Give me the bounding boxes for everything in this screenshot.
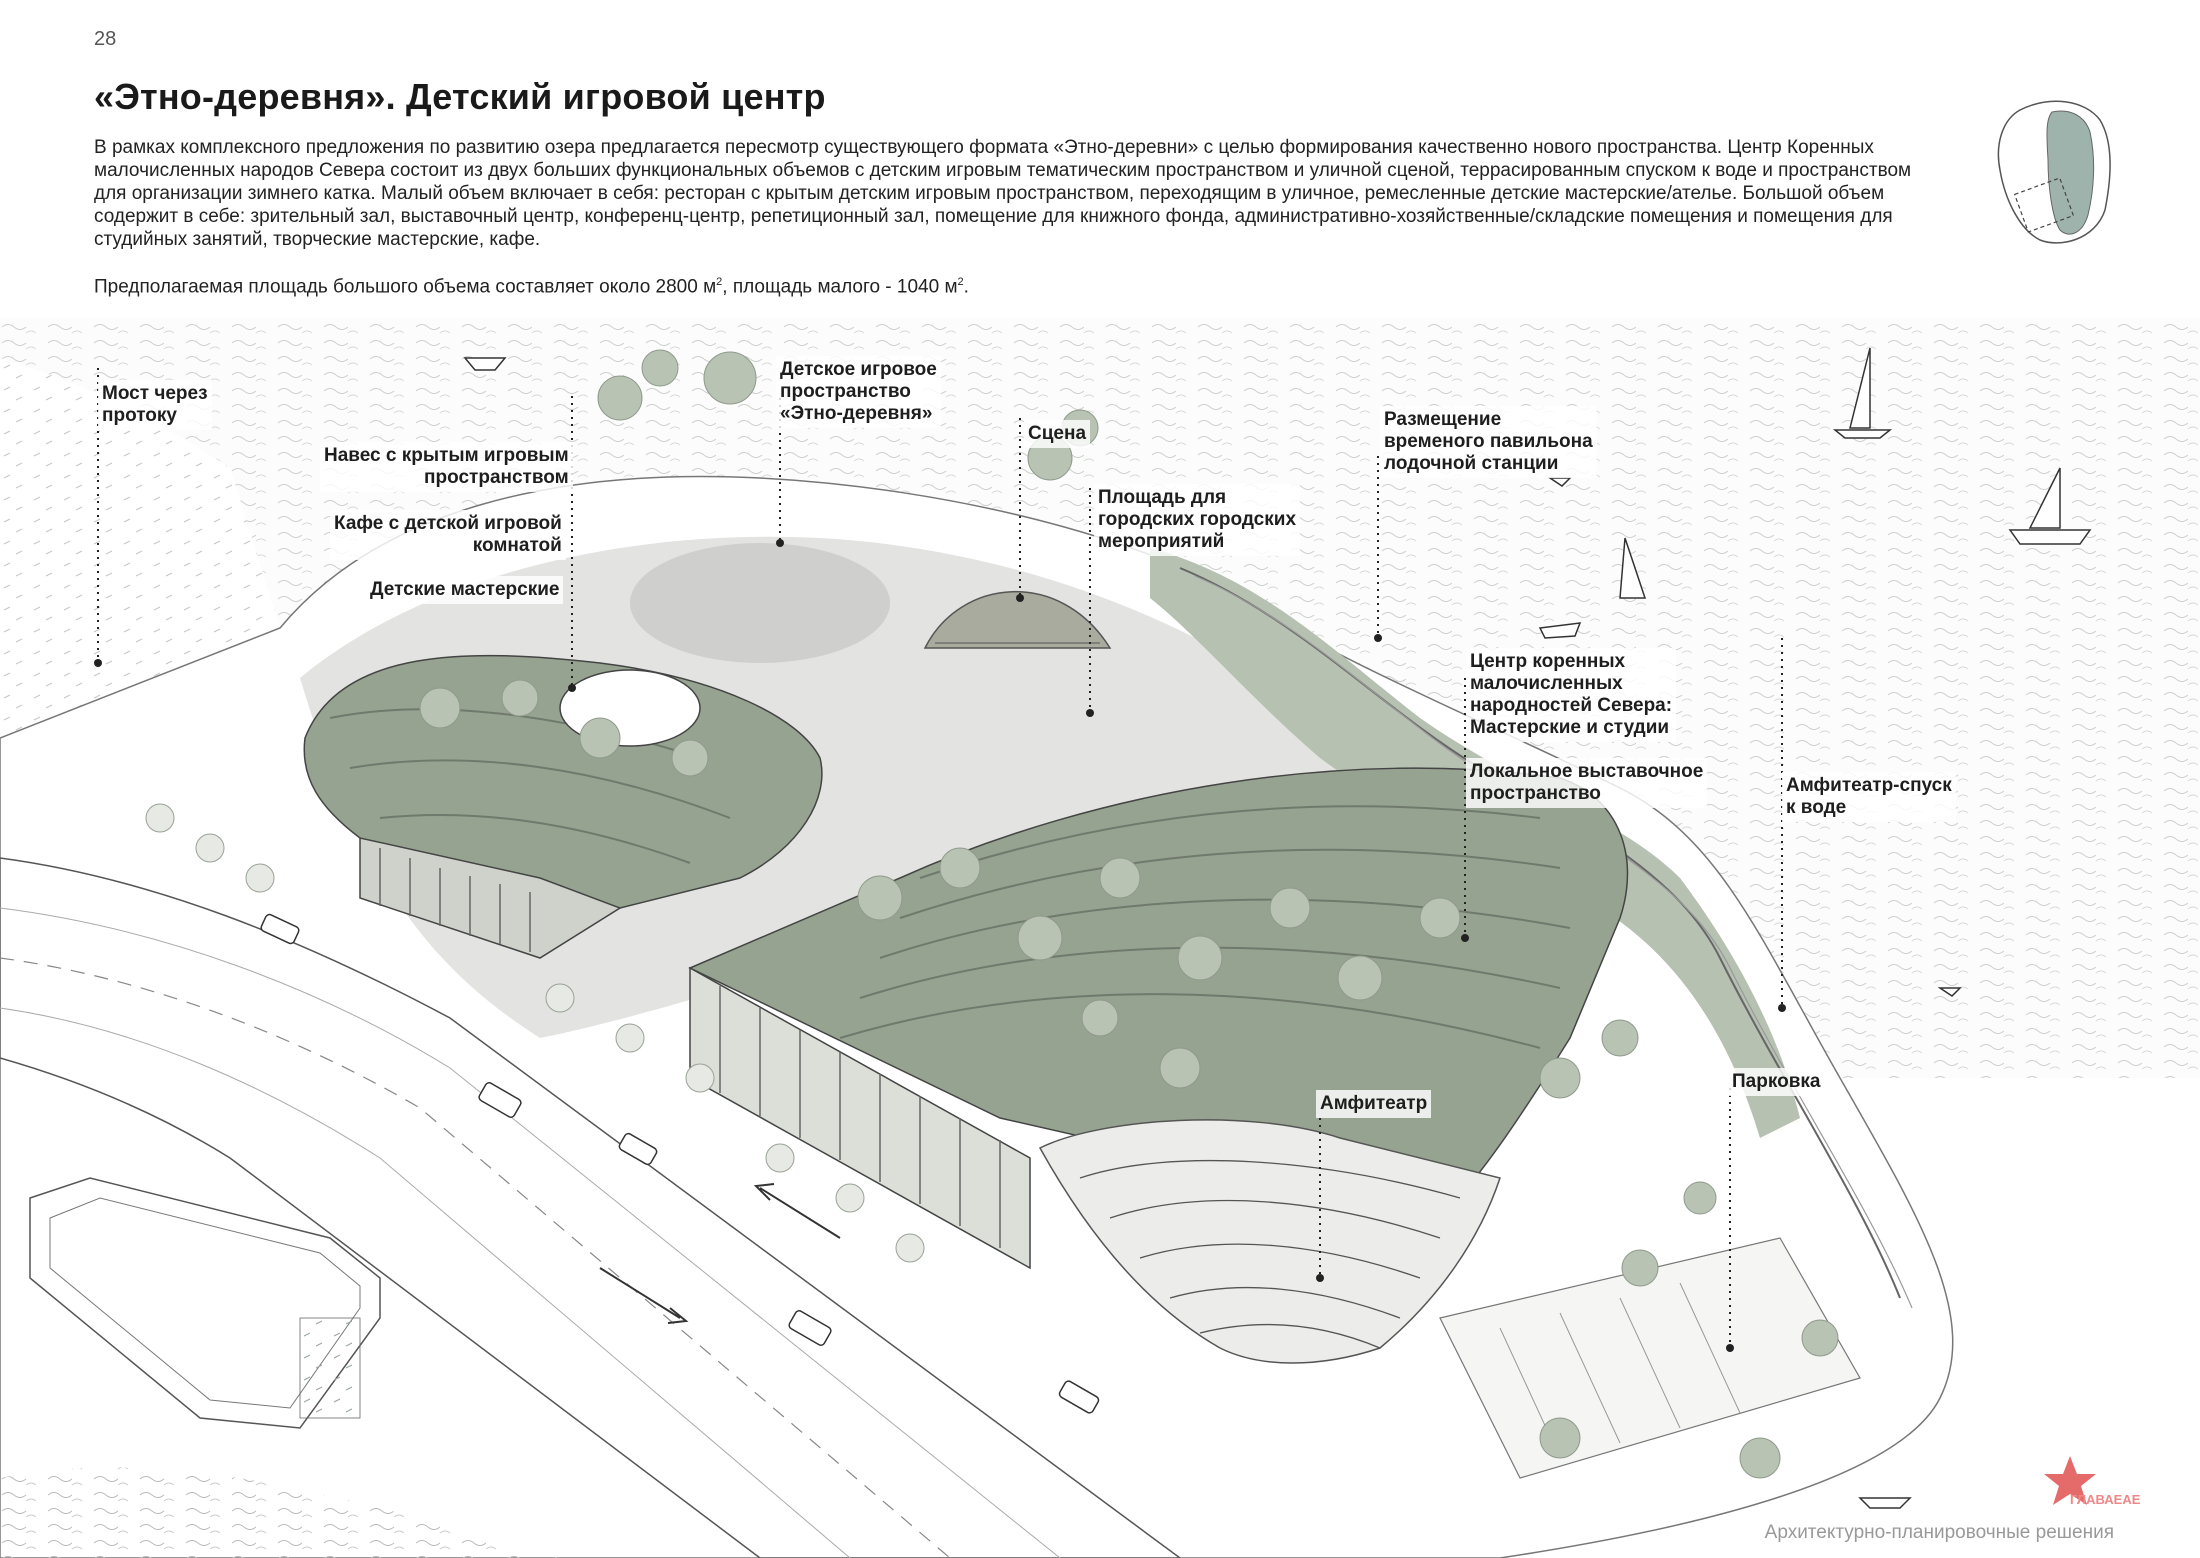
area-sup-2: 2 <box>957 276 964 288</box>
stage-dome <box>923 590 1112 649</box>
page-title: «Этно-деревня». Детский игровой центр <box>94 76 826 117</box>
label-play-space: Детское игровое пространство «Этно-дерев… <box>776 356 941 428</box>
label-center: Центр коренных малочисленных народностей… <box>1466 648 1677 742</box>
label-parking-text: Парковка <box>1732 1071 1821 1092</box>
footer-section-title: Архитектурно-планировочные решения <box>1764 1522 2114 1543</box>
label-play-space-text: Детское игровое пространство «Этно-дерев… <box>780 359 937 424</box>
area-mid: , площадь малого - 1040 м <box>722 276 958 298</box>
site-illustration <box>0 318 2200 1558</box>
label-amphitheater: Амфитеатр <box>1316 1090 1432 1118</box>
label-amphitheater-descent: Амфитеатр-спуск к воде <box>1782 772 1956 822</box>
label-stage: Сцена <box>1024 420 1091 448</box>
label-parking: Парковка <box>1728 1068 1825 1096</box>
intro-paragraph: В рамках комплексного предложения по раз… <box>94 137 1912 250</box>
parking-lot <box>1439 1237 1861 1479</box>
trees <box>419 349 1839 1479</box>
label-cafe: Кафе с детской игровой комнатой <box>330 510 566 560</box>
car <box>478 1082 522 1118</box>
label-exhibition-text: Локальное выставочное пространство <box>1470 761 1704 804</box>
watermark: ГЛАВАЕАЕ <box>2070 1492 2141 1507</box>
car <box>618 1132 658 1166</box>
large-building-facade <box>689 966 1031 1270</box>
car <box>260 913 300 945</box>
area-text: Предполагаемая площадь большого объема с… <box>94 276 717 298</box>
car <box>1058 1380 1100 1414</box>
label-pavilion: Размещение временого павильона лодочной … <box>1380 406 1597 478</box>
playground-area <box>630 543 890 663</box>
label-amphitheater-descent-text: Амфитеатр-спуск к воде <box>1786 775 1952 818</box>
label-cafe-text: Кафе с детской игровой комнатой <box>334 513 562 556</box>
label-amphitheater-text: Амфитеатр <box>1320 1093 1428 1114</box>
area-paragraph: Предполагаемая площадь большого объема с… <box>94 271 1934 298</box>
car <box>788 1310 832 1346</box>
label-workshops: Детские мастерские <box>366 576 564 604</box>
label-bridge: Мост через протоку <box>98 380 212 430</box>
amphitheater-steps <box>1038 1119 1501 1364</box>
page-number: 28 <box>94 28 117 50</box>
star-icon <box>2044 1456 2096 1505</box>
label-pavilion-text: Размещение временого павильона лодочной … <box>1384 409 1593 474</box>
label-stage-text: Сцена <box>1028 423 1087 444</box>
label-workshops-text: Детские мастерские <box>370 579 560 600</box>
label-bridge-text: Мост через протоку <box>102 383 208 426</box>
neighbor-building <box>29 1177 381 1429</box>
small-building-facade <box>359 837 622 959</box>
location-minimap <box>1997 100 2111 244</box>
area-end: . <box>963 276 969 298</box>
label-center-text: Центр коренных малочисленных народностей… <box>1470 651 1673 738</box>
label-square-text: Площадь для городских городских мероприя… <box>1098 487 1297 552</box>
area-sup-1: 2 <box>716 276 723 288</box>
boats <box>463 347 2092 1509</box>
label-exhibition: Локальное выставочное пространство <box>1466 758 1708 808</box>
label-canopy-text: Навес с крытым игровым пространством <box>324 445 569 488</box>
road <box>0 857 1182 1558</box>
intro-text: В рамках комплексного предложения по раз… <box>94 136 1934 318</box>
label-canopy: Навес с крытым игровым пространством <box>320 442 573 492</box>
label-square: Площадь для городских городских мероприя… <box>1094 484 1301 556</box>
